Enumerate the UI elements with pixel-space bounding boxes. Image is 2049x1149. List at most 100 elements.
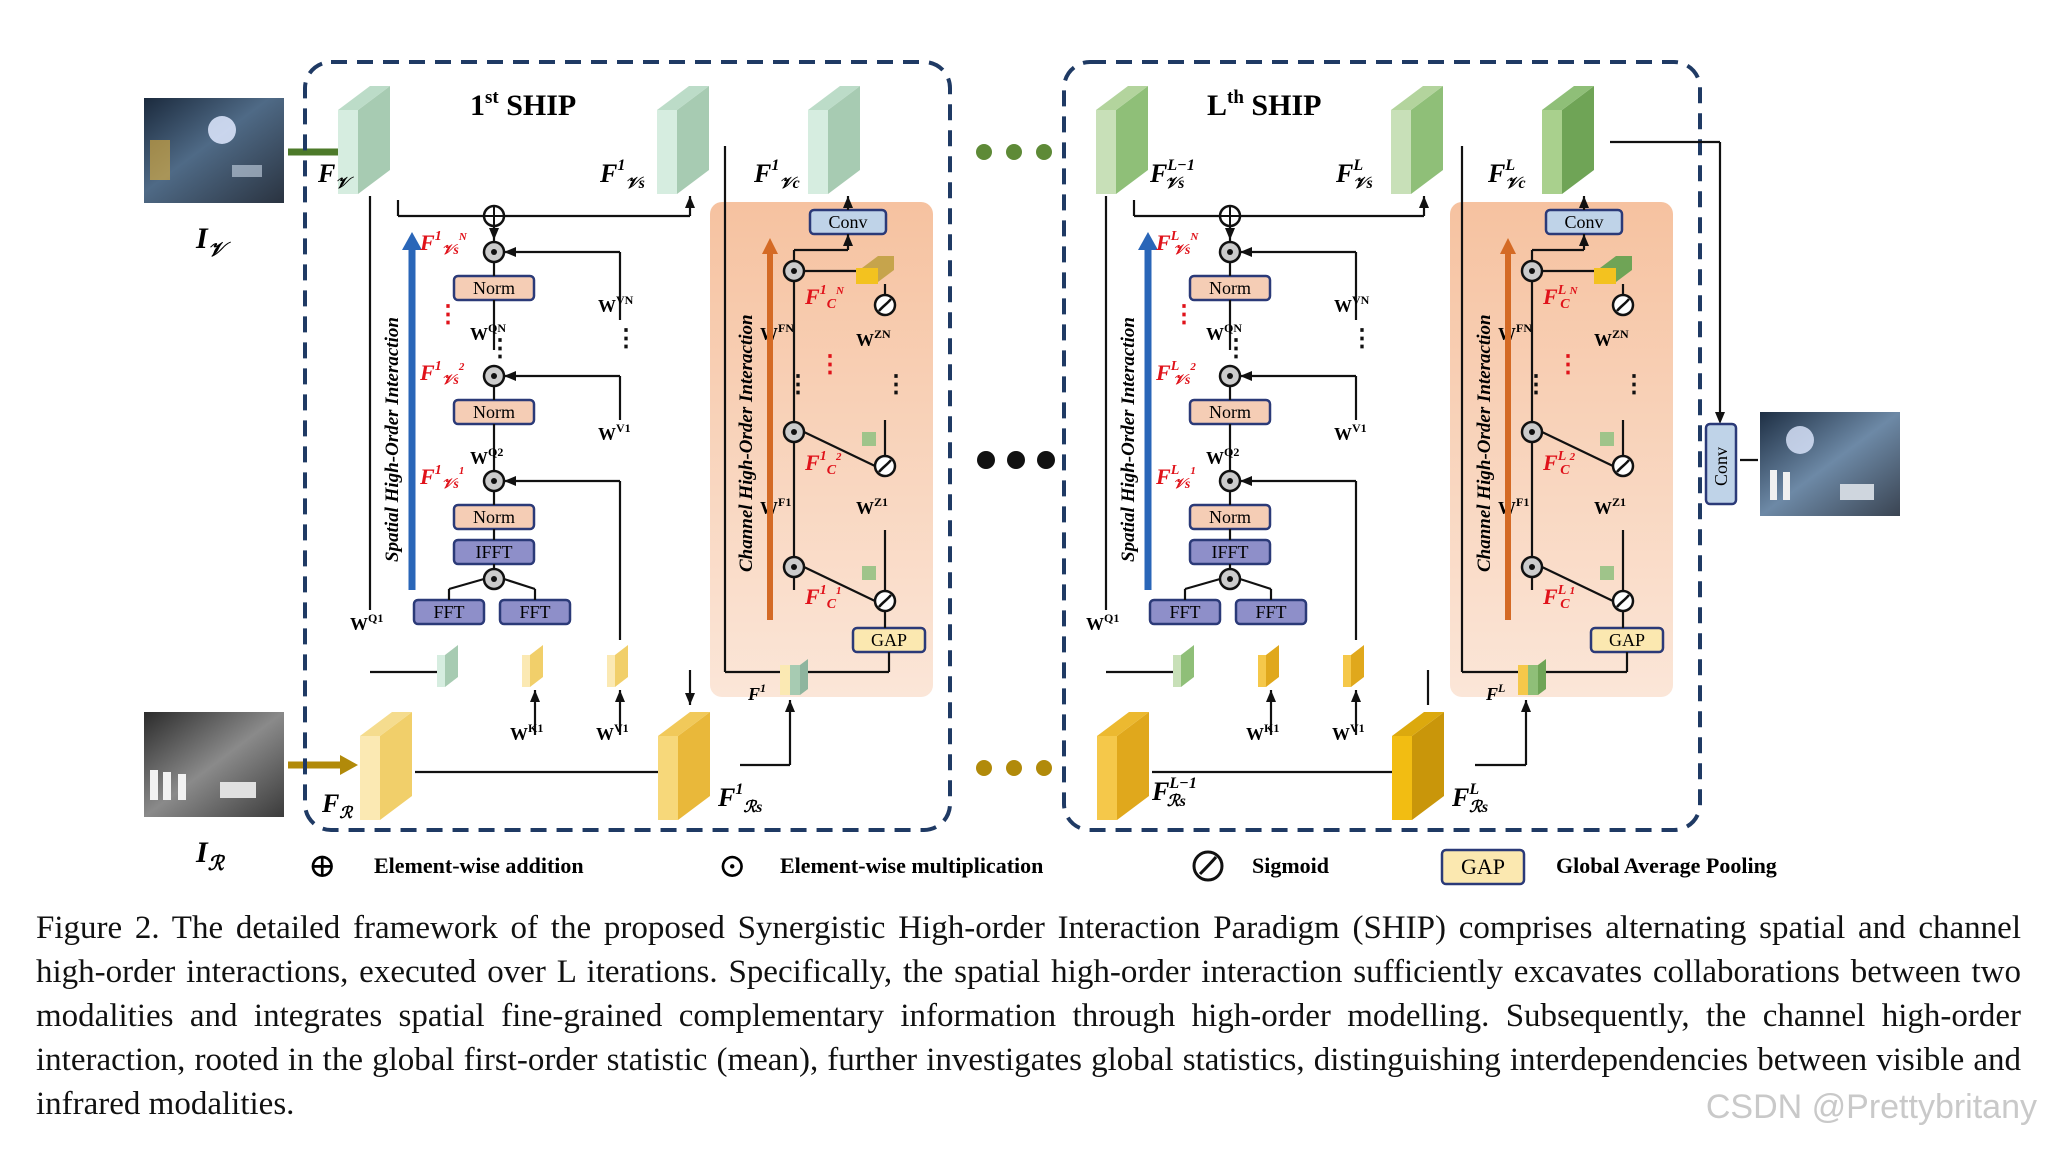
svg-text:WZN: WZN (1594, 327, 1629, 350)
svg-text:⋮: ⋮ (1172, 302, 1196, 328)
svg-text:WV1: WV1 (1332, 721, 1365, 744)
input-infrared-image (144, 712, 284, 817)
svg-text:Conv: Conv (1564, 212, 1603, 232)
svg-text:F1𝒱sN: F1𝒱sN (419, 229, 468, 258)
block-1-title: 1st SHIP (470, 87, 576, 122)
legend-mul-label: Element-wise multiplication (780, 853, 1043, 878)
label-f-concat-L: FL (1485, 681, 1505, 704)
cube-fvc-1 (808, 86, 860, 194)
label-f-concat-1: F1 (747, 681, 766, 704)
legend-sigmoid-icon (1192, 850, 1224, 882)
svg-text:⋮: ⋮ (1224, 336, 1248, 362)
svg-text:IFFT: IFFT (1211, 542, 1248, 562)
input-visible-image (144, 98, 284, 203)
svg-text:⋮: ⋮ (1556, 352, 1580, 378)
small-cubes-1 (437, 645, 628, 687)
cube-frs-L (1392, 712, 1444, 820)
label-fr: Fℛ (321, 789, 354, 822)
svg-text:⋮: ⋮ (1524, 372, 1548, 398)
svg-text:F1CN: F1CN (804, 283, 845, 312)
svg-text:F1C1: F1C1 (804, 583, 842, 612)
channel-axis-label-1: Channel High-Order Interaction (736, 314, 757, 572)
channel-panel-1 (710, 202, 933, 697)
cube-fr (360, 712, 412, 820)
output-path (1610, 140, 1758, 462)
svg-text:Norm: Norm (1209, 507, 1251, 527)
gold-dots (976, 760, 1052, 776)
svg-text:Norm: Norm (1209, 278, 1251, 298)
svg-text:WVN: WVN (1334, 293, 1370, 316)
svg-text:F1𝒱s2: F1𝒱s2 (419, 359, 465, 388)
ship-block-1: 1st SHIP F𝒱 (303, 60, 952, 832)
svg-text:FFT: FFT (1169, 602, 1200, 622)
svg-text:WQ2: WQ2 (1206, 445, 1239, 468)
svg-text:WK1: WK1 (510, 721, 543, 744)
concat-cube-1 (780, 659, 808, 695)
legend-mul-symbol: ⊙ (718, 848, 747, 885)
svg-text:WQ1: WQ1 (1086, 611, 1119, 634)
svg-text:WQN: WQN (470, 321, 506, 344)
output-conv-box (1704, 422, 1738, 506)
cube-fvc-L (1542, 86, 1594, 194)
cube-fv (338, 86, 390, 194)
svg-text:Norm: Norm (473, 507, 515, 527)
svg-text:GAP: GAP (1461, 854, 1505, 879)
svg-text:F1𝒱s1: F1𝒱s1 (419, 463, 464, 492)
legend-add-label: Element-wise addition (374, 853, 584, 878)
cube-fvs-1 (657, 86, 709, 194)
svg-text:FFT: FFT (519, 602, 550, 622)
svg-text:WV1: WV1 (598, 421, 631, 444)
legend-add-symbol: ⊕ (308, 848, 337, 885)
watermark: CSDN @Prettybritany (1705, 1088, 2037, 1126)
svg-text:WVN: WVN (598, 293, 634, 316)
legend: ⊕ Element-wise addition ⊙ Element-wise m… (308, 848, 1777, 886)
norm-boxes-1: Norm Norm Norm (452, 274, 536, 531)
legend-sigmoid-label: Sigmoid (1252, 853, 1329, 878)
channel-axis-label-L: Channel High-Order Interaction (1474, 314, 1495, 572)
svg-text:GAP: GAP (1609, 630, 1645, 650)
svg-text:Conv: Conv (1711, 447, 1731, 486)
svg-text:WZ1: WZ1 (1594, 495, 1626, 518)
svg-text:WV1: WV1 (1334, 421, 1367, 444)
legend-gap-box (1440, 848, 1526, 886)
red-labels-block-1: F1𝒱sN F1𝒱s2 F1𝒱s1 F1CN F1C2 F1C1 (419, 229, 845, 612)
label-fvc-1: F1𝒱c (753, 157, 800, 192)
svg-text:F1C2: F1C2 (804, 449, 842, 478)
channel-cubes-1 (856, 256, 894, 580)
output-fused-image (1760, 412, 1900, 516)
svg-text:FFT: FFT (433, 602, 464, 622)
svg-text:WQ1: WQ1 (350, 611, 383, 634)
svg-text:WZN: WZN (856, 327, 891, 350)
svg-text:Norm: Norm (473, 278, 515, 298)
svg-text:IFFT: IFFT (475, 542, 512, 562)
svg-text:WZ1: WZ1 (856, 495, 888, 518)
svg-text:WV1: WV1 (596, 721, 629, 744)
cube-fvs-L (1391, 86, 1443, 194)
label-frs-1: F1ℛs (717, 781, 762, 816)
legend-gap-label: Global Average Pooling (1556, 853, 1777, 878)
label-fvs-1: F1𝒱s (599, 157, 645, 192)
spatial-axis-label-L: Spatial High-Order Interaction (1118, 317, 1139, 562)
svg-text:GAP: GAP (871, 630, 907, 650)
svg-text:Norm: Norm (473, 402, 515, 422)
block-L-title: Lth SHIP (1207, 87, 1321, 122)
svg-text:Norm: Norm (1209, 402, 1251, 422)
cube-frs-prev (1097, 712, 1149, 820)
spatial-axis-label-1: Spatial High-Order Interaction (382, 317, 403, 562)
svg-text:⋮: ⋮ (1350, 326, 1374, 352)
svg-text:⋮: ⋮ (436, 302, 460, 328)
green-dots (976, 144, 1052, 160)
framework-figure: I𝒱 Iℛ 1st SHIP (144, 60, 1900, 886)
svg-text:WQN: WQN (1206, 321, 1242, 344)
figure-caption: Figure 2. The detailed framework of the … (36, 910, 2021, 1122)
